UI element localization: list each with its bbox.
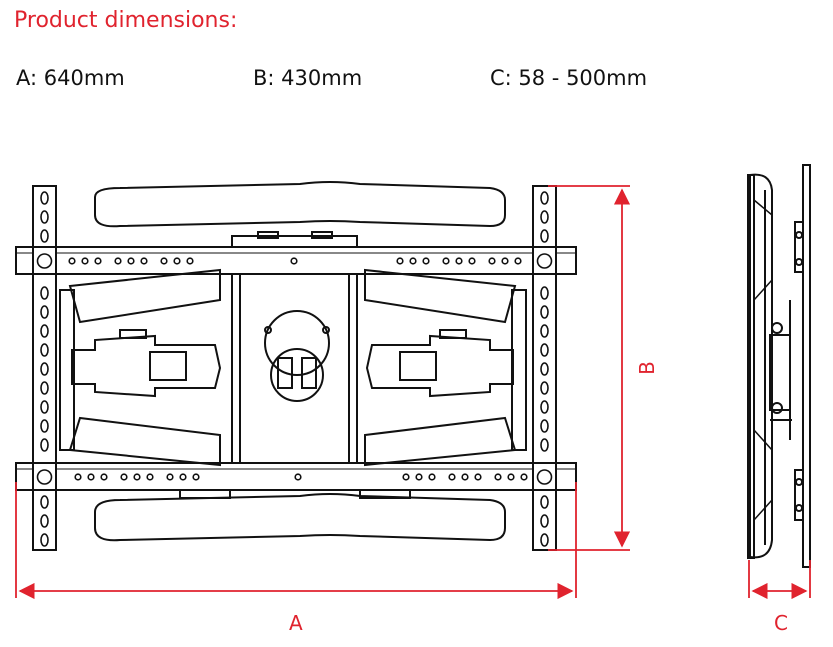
mounting-hole	[540, 191, 549, 205]
mounting-hole	[540, 438, 549, 452]
mounting-hole	[68, 257, 76, 265]
mounting-hole	[74, 473, 82, 481]
mounting-hole	[290, 257, 298, 265]
mounting-hole	[40, 419, 49, 433]
dimension-c-text: C: 58 - 500mm	[490, 66, 648, 90]
mounting-hole	[455, 257, 463, 265]
mounting-hole	[415, 473, 423, 481]
mounting-hole	[133, 473, 141, 481]
mounting-hole	[540, 362, 549, 376]
dimension-a-label: A	[289, 611, 303, 635]
mounting-hole	[494, 473, 502, 481]
mounting-hole	[120, 473, 128, 481]
mounting-hole	[402, 473, 410, 481]
mounting-hole	[540, 381, 549, 395]
mounting-hole	[40, 191, 49, 205]
dimension-b-text: B: 430mm	[253, 66, 363, 90]
mounting-hole	[40, 229, 49, 243]
mounting-hole	[540, 514, 549, 528]
mounting-hole	[540, 210, 549, 224]
mounting-hole	[179, 473, 187, 481]
mounting-hole	[186, 257, 194, 265]
right-vertical-upright	[532, 185, 557, 551]
mounting-hole	[409, 257, 417, 265]
mounting-hole	[428, 473, 436, 481]
mounting-hole	[160, 257, 168, 265]
mounting-hole	[442, 257, 450, 265]
mounting-hole	[536, 469, 553, 485]
mounting-hole	[540, 419, 549, 433]
mounting-hole	[36, 253, 53, 269]
mounting-hole	[40, 362, 49, 376]
mounting-hole	[36, 469, 53, 485]
mounting-hole	[40, 343, 49, 357]
mounting-hole	[40, 305, 49, 319]
mounting-hole	[540, 286, 549, 300]
dimension-a-text: A: 640mm	[16, 66, 125, 90]
side-view	[747, 164, 811, 568]
mounting-hole	[514, 257, 522, 265]
mounting-hole	[40, 495, 49, 509]
mounting-hole	[540, 229, 549, 243]
mounting-hole	[540, 400, 549, 414]
mounting-hole	[40, 210, 49, 224]
mounting-hole	[173, 257, 181, 265]
mounting-hole	[40, 381, 49, 395]
mounting-hole	[40, 400, 49, 414]
side-arm-cover	[749, 173, 773, 559]
mounting-hole	[396, 257, 404, 265]
center-plate	[231, 273, 358, 464]
mounting-hole	[114, 257, 122, 265]
mounting-hole	[81, 257, 89, 265]
mounting-hole	[140, 257, 148, 265]
top-arm-cover	[94, 181, 506, 228]
mounting-hole	[192, 473, 200, 481]
dimension-c-label: C	[774, 611, 788, 635]
mounting-hole	[422, 257, 430, 265]
dimension-lines	[15, 185, 811, 600]
left-upper-arm	[68, 268, 221, 324]
mounting-hole	[540, 324, 549, 338]
mounting-hole	[536, 253, 553, 269]
mounting-hole	[540, 305, 549, 319]
mounting-hole	[40, 438, 49, 452]
mounting-hole	[448, 473, 456, 481]
left-lower-arm	[68, 416, 221, 467]
dimension-b-label: B	[635, 361, 659, 375]
mounting-hole	[501, 257, 509, 265]
mounting-hole	[40, 514, 49, 528]
left-vertical-upright	[32, 185, 57, 551]
mounting-hole	[540, 533, 549, 547]
mounting-hole	[520, 473, 528, 481]
page-title: Product dimensions:	[14, 8, 238, 33]
mounting-hole	[94, 257, 102, 265]
mounting-hole	[488, 257, 496, 265]
right-joint	[365, 334, 514, 398]
mounting-hole	[127, 257, 135, 265]
mounting-hole	[468, 257, 476, 265]
front-view	[15, 181, 577, 551]
mounting-hole	[507, 473, 515, 481]
mounting-hole	[540, 495, 549, 509]
mounting-hole	[294, 473, 302, 481]
mounting-holes	[36, 191, 553, 547]
left-joint	[71, 334, 222, 398]
right-upper-arm	[364, 268, 517, 324]
bottom-arm-cover	[94, 493, 506, 542]
mounting-hole	[166, 473, 174, 481]
right-lower-arm	[364, 416, 517, 467]
mounting-hole	[461, 473, 469, 481]
mounting-hole	[87, 473, 95, 481]
side-wall-plate	[802, 164, 811, 568]
mounting-hole	[100, 473, 108, 481]
mounting-hole	[540, 343, 549, 357]
mounting-hole	[40, 533, 49, 547]
mounting-hole	[474, 473, 482, 481]
mounting-hole	[40, 286, 49, 300]
mounting-hole	[146, 473, 154, 481]
mounting-hole	[40, 324, 49, 338]
